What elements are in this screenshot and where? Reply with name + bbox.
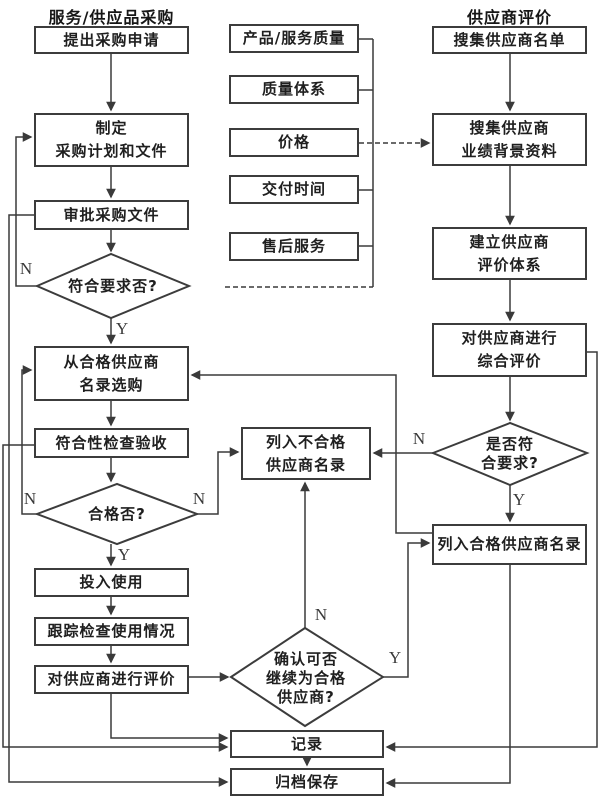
branch-label-qualified-n-right: N xyxy=(192,489,206,508)
node-unqualified-list: 列入不合格 供应商名录 xyxy=(241,427,371,480)
node-collect-background: 搜集供应商 业绩背景资料 xyxy=(432,113,587,166)
node-approve-docs: 审批采购文件 xyxy=(34,200,189,230)
diamond-meets-req-right-shape xyxy=(430,421,590,487)
criteria-product-quality: 产品/服务质量 xyxy=(229,24,359,53)
edge-meetsreq-n-to-plan xyxy=(15,132,37,287)
branch-label-meets-req-right-n: N xyxy=(412,429,426,448)
edge-qualifiedlist-to-select xyxy=(190,370,432,534)
decision-shapes-group xyxy=(34,252,590,728)
node-comprehensive-eval: 对供应商进行 综合评价 xyxy=(432,323,587,377)
branch-label-meets-req-right-y: Y xyxy=(512,490,526,509)
edge-evaluate-to-record xyxy=(110,694,229,743)
edge-qualified-n-to-select xyxy=(21,365,37,515)
edge-compeval-to-record xyxy=(385,351,598,752)
node-make-plan: 制定 采购计划和文件 xyxy=(34,113,189,167)
node-evaluate-supplier: 对供应商进行评价 xyxy=(34,665,189,694)
node-archive: 归档保存 xyxy=(230,768,384,796)
node-track-usage: 跟踪检查使用情况 xyxy=(34,617,189,646)
node-build-system: 建立供应商 评价体系 xyxy=(432,227,587,280)
node-put-into-use: 投入使用 xyxy=(34,568,189,597)
node-collect-list: 搜集供应商名单 xyxy=(432,26,587,54)
diamond-meets-req-label: 符合要求否? xyxy=(68,276,158,295)
diamond-qualified-shape xyxy=(34,482,200,546)
diamond-meets-req-right-label: 是否符 合要求? xyxy=(481,435,539,472)
criteria-delivery-time: 交付时间 xyxy=(229,175,359,204)
branch-label-meets-req-y: Y xyxy=(115,319,129,338)
branch-label-confirm-n: N xyxy=(314,605,328,624)
node-select-from-list: 从合格供应商 名录选购 xyxy=(34,346,189,401)
edge-check-to-record xyxy=(2,444,229,752)
diamond-confirm-continue-label: 确认可否 继续为合格 供应商? xyxy=(265,649,346,706)
branch-label-confirm-y: Y xyxy=(388,648,402,667)
connectors-group xyxy=(2,38,598,788)
diamond-confirm-continue-shape xyxy=(229,626,385,728)
node-conformity-check: 符合性检查验收 xyxy=(34,428,189,458)
edge-approve-to-archive xyxy=(8,214,229,787)
criteria-price: 价格 xyxy=(229,128,359,157)
branch-label-meets-req-n: N xyxy=(19,259,33,278)
node-record: 记录 xyxy=(230,730,384,758)
branch-label-qualified-n-left: N xyxy=(23,489,37,508)
edge-qualified-n-to-unqualifiedlist xyxy=(197,447,240,515)
branch-label-qualified-y: Y xyxy=(117,545,131,564)
left-column-title: 服务/供应品采购 xyxy=(48,8,175,27)
edge-qualifiedlist-to-archive xyxy=(385,565,511,788)
diamond-qualified-label: 合格否? xyxy=(88,504,146,523)
node-qualified-list: 列入合格供应商名录 xyxy=(432,524,587,565)
criteria-quality-system: 质量体系 xyxy=(229,75,359,104)
diamond-meets-req-shape xyxy=(34,252,192,320)
right-column-title: 供应商评价 xyxy=(466,8,552,27)
edge-confirm-y-to-qualifiedlist xyxy=(383,538,431,678)
node-raise-request: 提出采购申请 xyxy=(34,26,189,54)
criteria-after-sales: 售后服务 xyxy=(229,232,359,261)
